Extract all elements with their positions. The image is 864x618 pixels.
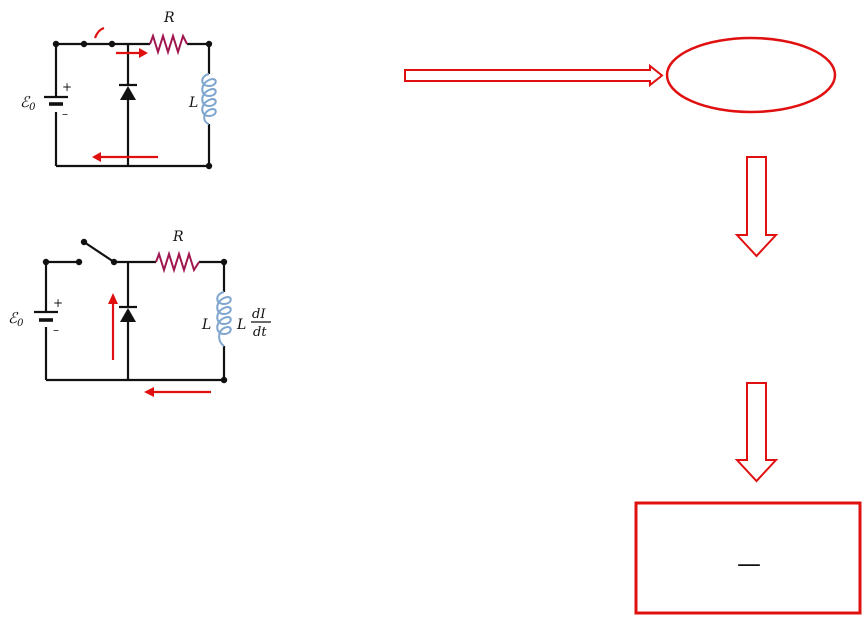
circuit-2-plus: +	[53, 296, 63, 310]
circuit-1-diode-icon	[119, 83, 137, 100]
circuit-1-inductor-label: L	[188, 95, 198, 111]
circuit-1-nodes	[52, 40, 213, 170]
circuit-1-minus: –	[62, 107, 68, 121]
result-box-text: —	[737, 550, 761, 578]
circuit-1-switch-icon	[93, 26, 105, 39]
circuit-1-plus: +	[62, 80, 72, 94]
circuit-2: + – ℰ0 R L L dI dt	[8, 229, 271, 397]
circuit-2-dt: dt	[253, 325, 267, 340]
circuit-2-resistor-label: R	[172, 229, 184, 245]
result-ellipse	[665, 36, 837, 114]
circuit-2-inductor-label: L	[201, 317, 211, 333]
circuit-1-resistor-label: R	[163, 10, 175, 26]
circuit-1-battery-icon	[44, 95, 68, 106]
down-flow-arrow-2	[734, 382, 779, 483]
down-flow-arrow-1	[734, 156, 779, 258]
circuit-2-resistor-icon	[155, 250, 200, 274]
circuit-2-battery-icon	[34, 310, 58, 322]
circuit-1-wires	[54, 42, 211, 168]
circuit-1-emf-label: ℰ0	[20, 93, 36, 113]
circuit-2-emf-L: L	[236, 317, 246, 333]
right-flow-arrow	[404, 63, 664, 88]
circuit-2-current-arrows	[108, 293, 211, 397]
circuit-2-diode-icon	[119, 305, 137, 322]
circuit-2-nodes	[42, 238, 228, 384]
circuit-2-wires	[44, 241, 226, 382]
circuit-2-dI: dI	[252, 307, 266, 322]
circuit-1-inductor-icon	[201, 73, 217, 125]
circuit-2-inductor-icon	[216, 291, 232, 347]
result-box	[634, 501, 862, 615]
circuit-1-resistor-icon	[149, 32, 188, 56]
circuit-2-emf-label: ℰ0	[8, 309, 24, 329]
circuit-1-current-arrows	[92, 48, 158, 162]
circuit-1: + – ℰ0 R L	[20, 10, 217, 170]
circuit-2-minus: –	[53, 323, 59, 337]
